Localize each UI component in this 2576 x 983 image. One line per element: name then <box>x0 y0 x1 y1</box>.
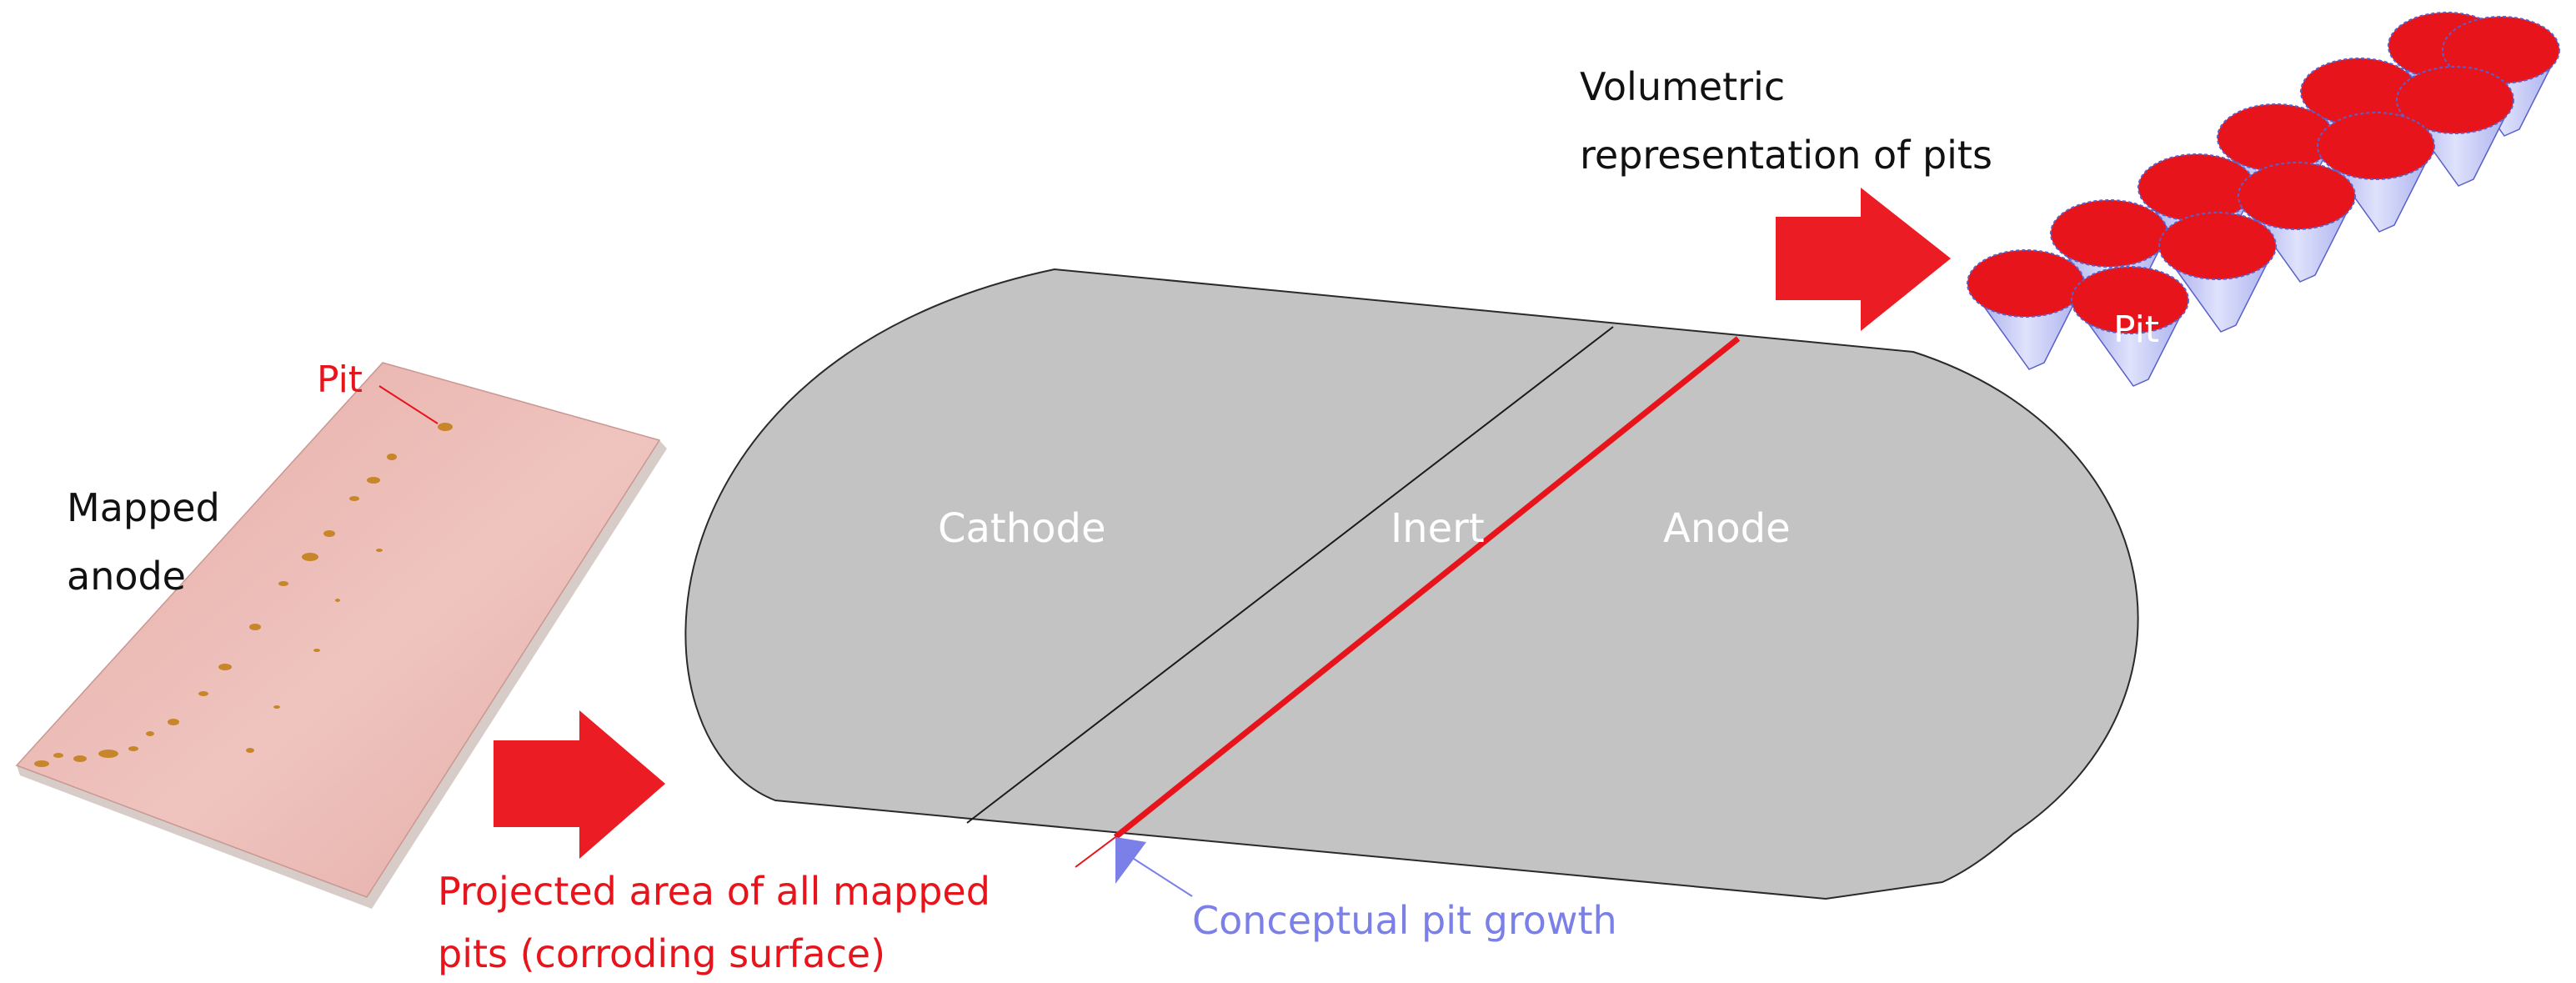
pit-cone-icon <box>2395 66 2515 187</box>
inert-label: Inert <box>1391 505 1485 552</box>
pit-cone-icon <box>1966 249 2086 370</box>
conceptual-pit-growth-wedge <box>1115 837 1146 884</box>
cathode-inert-boundary <box>966 326 1614 824</box>
volumetric-label-line1: Volumetric <box>1580 64 1785 109</box>
conceptual-growth-label: Conceptual pit growth <box>1192 898 1617 943</box>
electrochemical-domain <box>684 268 2139 900</box>
projected-area-label-line1: Projected area of all mapped <box>438 869 990 914</box>
pit-cone-icon <box>2316 112 2436 233</box>
domain-disk <box>684 268 2139 900</box>
anode-plate-surface <box>15 362 661 898</box>
projected-pit-line <box>1113 336 1741 840</box>
pit-cone-icon <box>2158 212 2278 333</box>
corrosion-spots <box>34 423 453 767</box>
anode-label: Anode <box>1663 505 1791 552</box>
pit-label-top: Pit <box>317 359 363 401</box>
pit-cone-icon <box>2237 162 2357 283</box>
mapped-anode-label-line2: anode <box>67 554 186 599</box>
volumetric-label-line2: representation of pits <box>1580 133 1992 178</box>
cathode-label: Cathode <box>938 505 1106 552</box>
mapped-anode-label-line1: Mapped <box>67 485 220 530</box>
pit-cone-label: Pit <box>2113 308 2159 351</box>
pit-cone-icon <box>2070 266 2190 387</box>
right-arrow-icon <box>494 710 665 859</box>
pit-cone-array <box>1966 12 2561 387</box>
mapped-anode-plate <box>15 362 667 909</box>
pit-leader-line <box>378 385 439 424</box>
growth-leader-line <box>1133 858 1193 897</box>
projected-area-label-line2: pits (corroding surface) <box>438 931 885 976</box>
right-arrow-icon <box>1776 188 1951 331</box>
projected-leader-line <box>1075 836 1116 868</box>
